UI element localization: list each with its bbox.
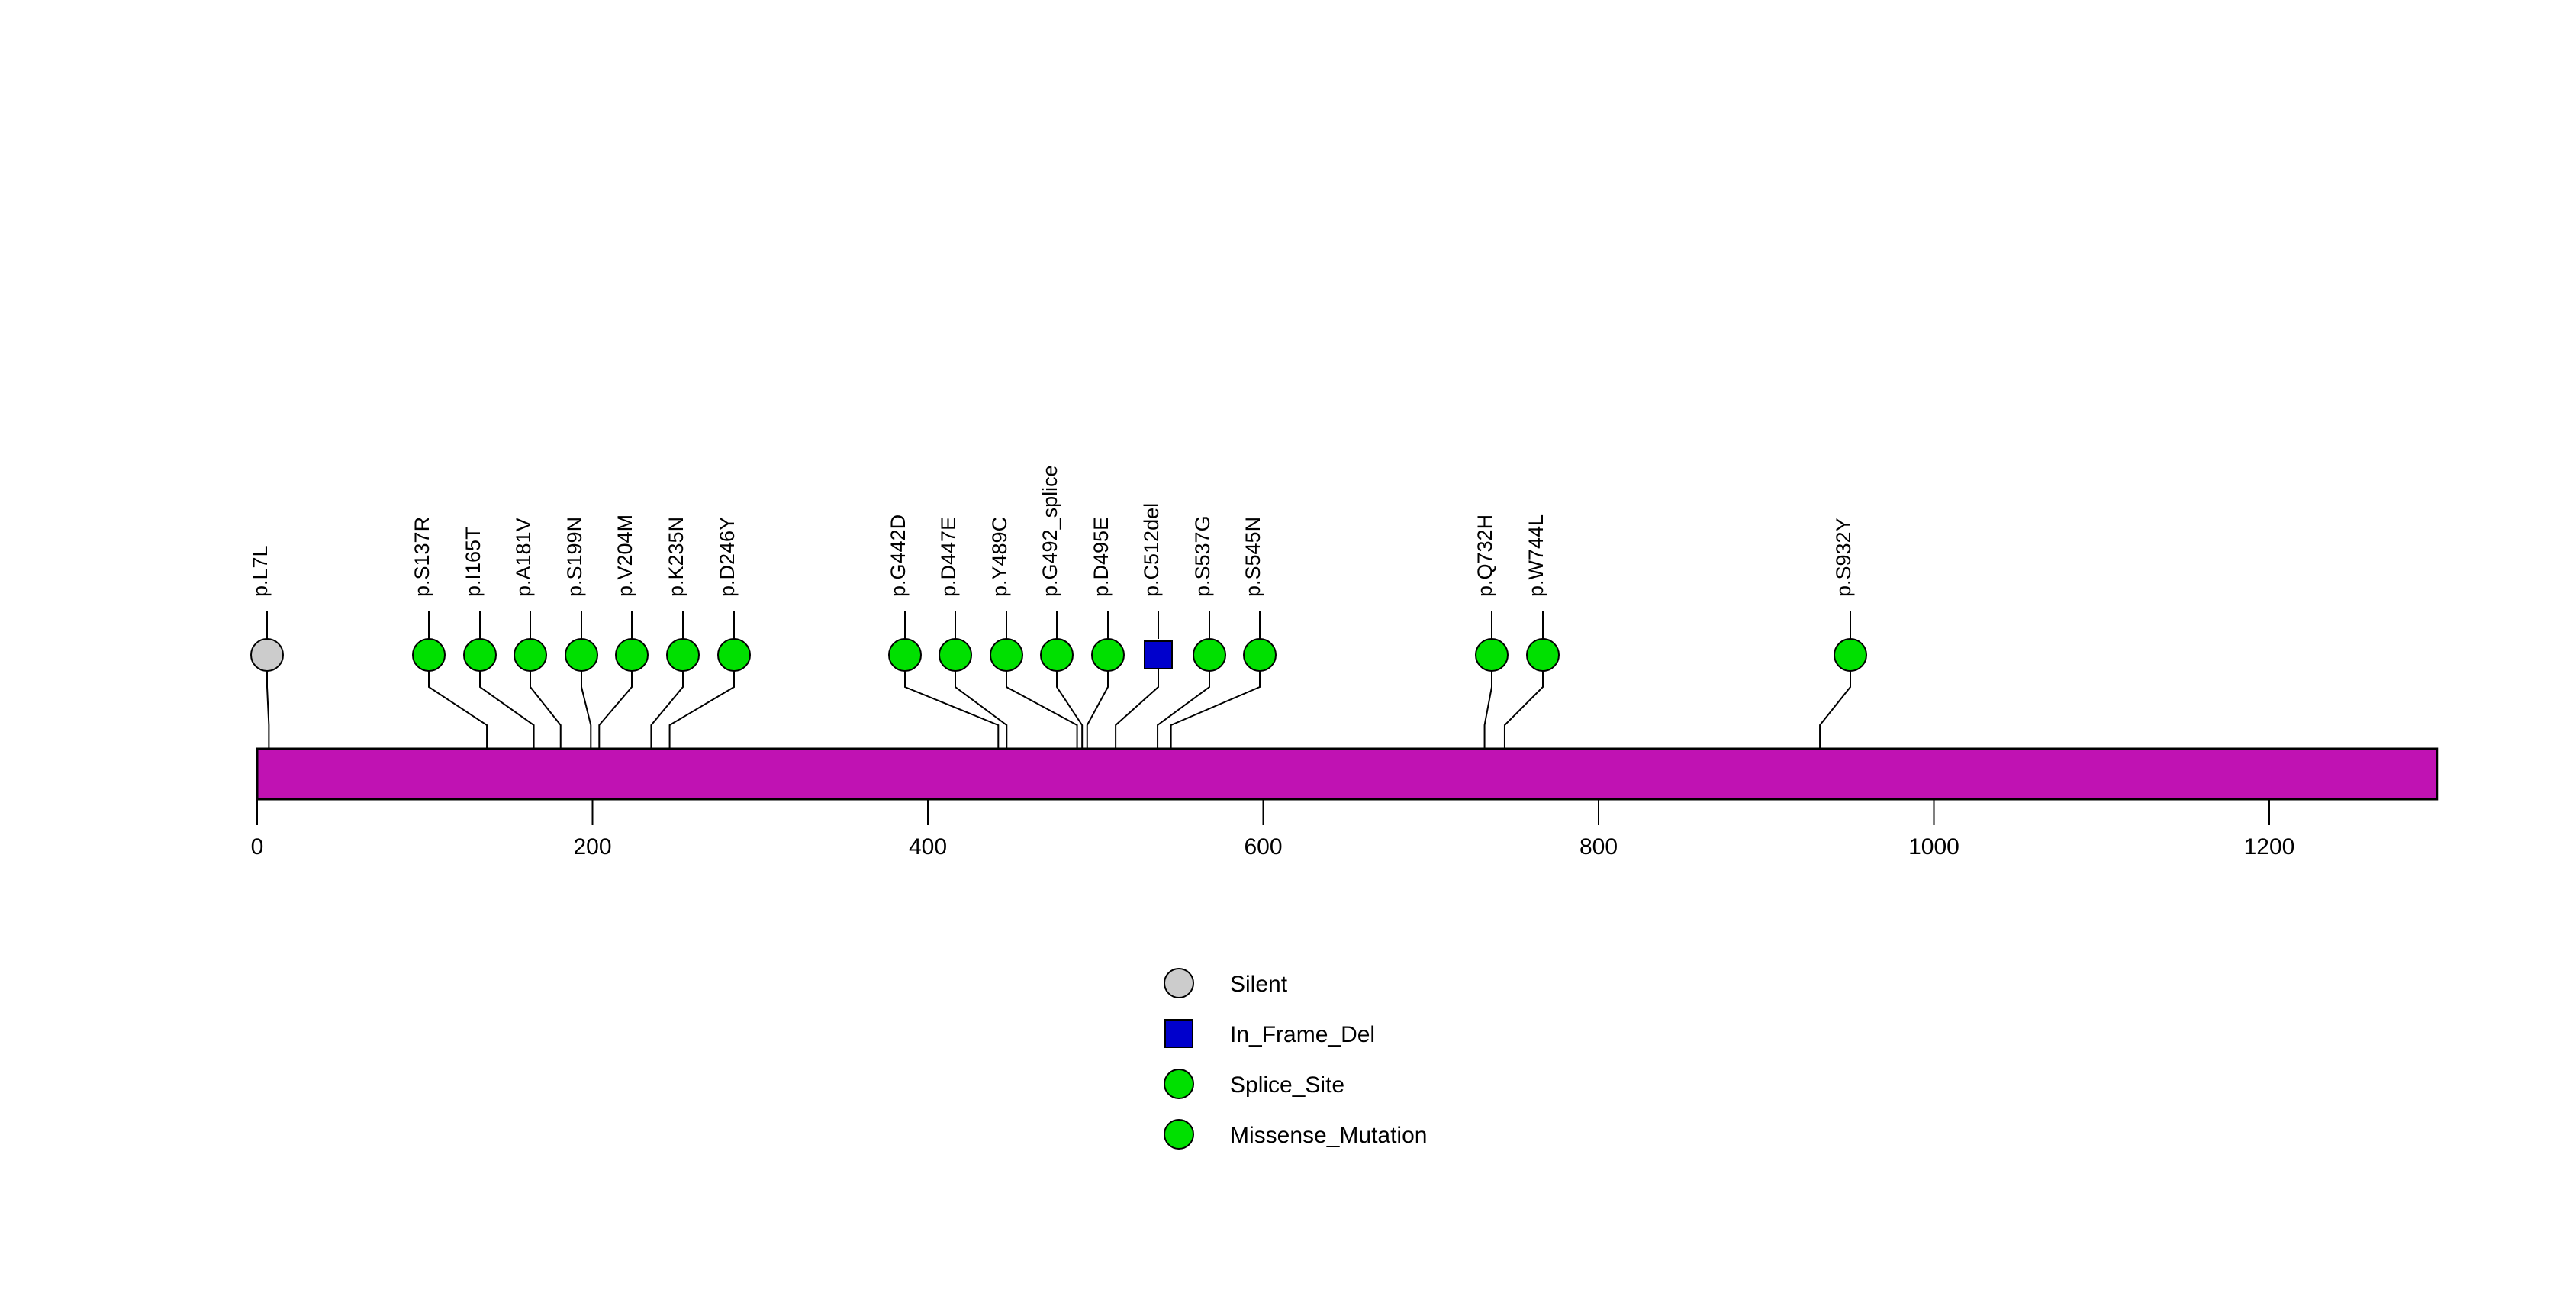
mutation-marker-circle[interactable] <box>1193 638 1226 672</box>
mutation-label: p.V204M <box>613 514 636 597</box>
mutation-marker-circle[interactable] <box>939 638 972 672</box>
mutation-marker-circle[interactable] <box>1526 638 1560 672</box>
mutation-label: p.S537G <box>1191 515 1214 597</box>
mutation-label: p.A181V <box>512 518 535 597</box>
legend-label: Missense_Mutation <box>1230 1123 1427 1148</box>
mutation-marker-circle[interactable] <box>1243 638 1277 672</box>
mutation-label: p.S545N <box>1241 517 1264 597</box>
mutation-label: p.Q732H <box>1473 514 1496 597</box>
protein-bar-rect <box>256 747 2439 801</box>
mutation-label: p.C512del <box>1140 503 1163 597</box>
mutation-marker-circle[interactable] <box>250 638 284 672</box>
mutation-label: p.G442D <box>887 514 910 597</box>
axis-tick-label: 1000 <box>1908 834 1959 859</box>
mutation-label: p.K235N <box>665 517 687 597</box>
mutation-label: p.D246Y <box>716 517 739 597</box>
legend: SilentIn_Frame_DelSplice_SiteMissense_Mu… <box>1164 968 1427 1150</box>
mutation-marker-square[interactable] <box>1144 640 1173 669</box>
axis-tick-label: 800 <box>1579 834 1618 859</box>
mutation-marker-circle[interactable] <box>1040 638 1074 672</box>
mutation-marker-circle[interactable] <box>1475 638 1509 672</box>
axis-tick-label: 200 <box>573 834 611 859</box>
mutation-label: p.L7L <box>249 545 272 597</box>
position-axis: 0 200 400 600 800 1000 1200 <box>251 799 2295 859</box>
mutation-marker-circle[interactable] <box>1091 638 1125 672</box>
mutation-label: p.D447E <box>937 517 960 597</box>
mutation-marker-circle[interactable] <box>666 638 700 672</box>
mutation-label: p.S199N <box>563 517 586 597</box>
mutation-label: p.D495E <box>1090 517 1113 597</box>
mutation-marker-circle[interactable] <box>1834 638 1867 672</box>
axis-tick-label: 1200 <box>2244 834 2295 859</box>
legend-swatch-square <box>1164 1019 1193 1048</box>
mutation-labels: p.L7L p.S137R p.I165T p.A181V p.S199N p.V204M… <box>249 465 1855 597</box>
protein-domain-bar <box>256 747 2439 801</box>
mutation-label: p.G492_splice <box>1038 465 1061 597</box>
legend-swatch-circle <box>1164 1069 1194 1099</box>
axis-tick-label: 600 <box>1244 834 1282 859</box>
mutation-label: p.Y489C <box>988 517 1011 597</box>
mutation-label: p.I165T <box>462 527 485 597</box>
mutation-label: p.W744L <box>1525 514 1547 597</box>
legend-swatch-circle <box>1164 1119 1194 1150</box>
mutation-marker-circle[interactable] <box>615 638 649 672</box>
axis-tick-label: 400 <box>909 834 947 859</box>
mutation-marker-circle[interactable] <box>565 638 598 672</box>
legend-label: Silent <box>1230 972 1288 997</box>
mutation-markers <box>250 638 1867 672</box>
mutation-marker-circle[interactable] <box>514 638 547 672</box>
mutation-marker-circle[interactable] <box>888 638 922 672</box>
mutation-label: p.S137R <box>411 517 433 597</box>
axis-tick-label: 0 <box>251 834 264 859</box>
mutation-marker-circle[interactable] <box>717 638 751 672</box>
legend-label: Splice_Site <box>1230 1072 1344 1098</box>
mutation-marker-circle[interactable] <box>990 638 1023 672</box>
mutation-marker-circle[interactable] <box>463 638 497 672</box>
legend-label: In_Frame_Del <box>1230 1022 1375 1047</box>
legend-swatch-circle <box>1164 968 1194 998</box>
mutation-marker-circle[interactable] <box>412 638 446 672</box>
mutation-label: p.S932Y <box>1832 518 1855 597</box>
